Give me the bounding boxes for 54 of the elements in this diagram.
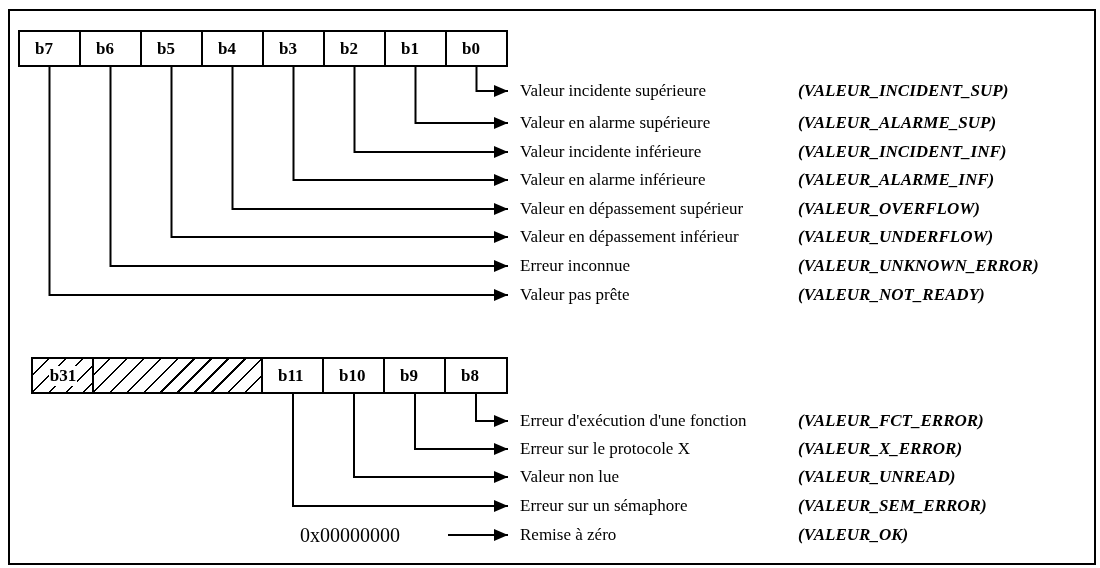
bit-cell: b10 bbox=[322, 357, 386, 394]
arrow bbox=[447, 529, 509, 541]
bit-cell: b7 bbox=[18, 30, 81, 67]
arrow bbox=[292, 66, 509, 186]
flag-description: Valeur en dépassement inférieur bbox=[520, 227, 739, 247]
constant-name: (VALEUR_INCIDENT_SUP) bbox=[798, 81, 1009, 101]
arrow bbox=[414, 66, 509, 129]
arrow bbox=[292, 393, 509, 512]
flag-description: Valeur incidente supérieure bbox=[520, 81, 706, 101]
constant-name: (VALEUR_UNKNOWN_ERROR) bbox=[798, 256, 1039, 276]
arrow bbox=[475, 393, 509, 427]
flag-description: Erreur inconnue bbox=[520, 256, 630, 276]
constant-name: (VALEUR_UNDERFLOW) bbox=[798, 227, 994, 247]
constant-name: (VALEUR_INCIDENT_INF) bbox=[798, 142, 1007, 162]
arrow bbox=[414, 393, 509, 455]
flag-description: Valeur en alarme inférieure bbox=[520, 170, 706, 190]
arrow bbox=[231, 66, 509, 215]
bit-cell: b8 bbox=[444, 357, 508, 394]
constant-name: (VALEUR_ALARME_INF) bbox=[798, 170, 995, 190]
hatched-bit-cell: b31 bbox=[31, 357, 95, 394]
constant-name: (VALEUR_OK) bbox=[798, 525, 909, 545]
constant-name: (VALEUR_FCT_ERROR) bbox=[798, 411, 984, 431]
flag-description: Remise à zéro bbox=[520, 525, 617, 545]
bit-cell: b9 bbox=[383, 357, 447, 394]
bit-cell: b11 bbox=[261, 357, 325, 394]
arrow bbox=[48, 66, 509, 301]
constant-name: (VALEUR_SEM_ERROR) bbox=[798, 496, 987, 516]
arrow bbox=[170, 66, 509, 243]
constant-name: (VALEUR_UNREAD) bbox=[798, 467, 956, 487]
bit-cell: b2 bbox=[323, 30, 386, 67]
flag-description: Valeur en dépassement supérieur bbox=[520, 199, 744, 219]
bit-cell: b1 bbox=[384, 30, 447, 67]
flag-description: Erreur sur un sémaphore bbox=[520, 496, 688, 516]
constant-name: (VALEUR_OVERFLOW) bbox=[798, 199, 980, 219]
arrow bbox=[353, 66, 509, 158]
bit-cell: b5 bbox=[140, 30, 203, 67]
arrow bbox=[353, 393, 509, 483]
flag-description: Erreur d'exécution d'une fonction bbox=[520, 411, 747, 431]
hex-value: 0x00000000 bbox=[300, 522, 440, 548]
arrow bbox=[475, 66, 509, 97]
bit-cell: b3 bbox=[262, 30, 325, 67]
bit-cell: b0 bbox=[445, 30, 508, 67]
flag-description: Erreur sur le protocole X bbox=[520, 439, 690, 459]
flag-description: Valeur incidente inférieure bbox=[520, 142, 702, 162]
constant-name: (VALEUR_X_ERROR) bbox=[798, 439, 963, 459]
arrow bbox=[109, 66, 509, 272]
hatched-cell bbox=[92, 357, 264, 394]
flag-description: Valeur pas prête bbox=[520, 285, 630, 305]
flag-description: Valeur en alarme supérieure bbox=[520, 113, 711, 133]
constant-name: (VALEUR_NOT_READY) bbox=[798, 285, 985, 305]
constant-name: (VALEUR_ALARME_SUP) bbox=[798, 113, 997, 133]
bit-cell: b6 bbox=[79, 30, 142, 67]
flag-description: Valeur non lue bbox=[520, 467, 620, 487]
bit-cell: b4 bbox=[201, 30, 264, 67]
